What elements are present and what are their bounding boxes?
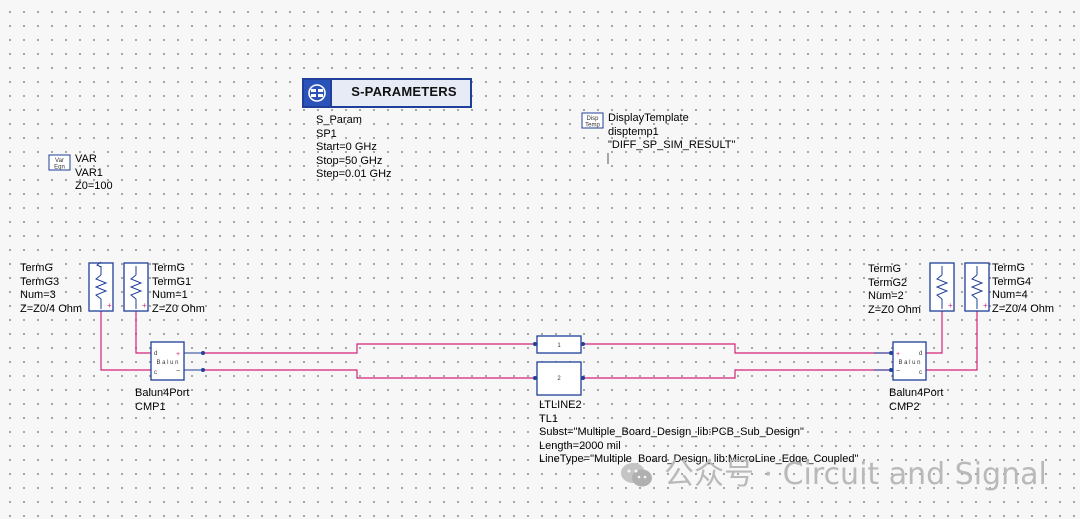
display-template-icon[interactable]: Disp Temp <box>581 112 604 129</box>
sparam-name: SP1 <box>316 127 337 140</box>
svg-text:c: c <box>919 370 922 376</box>
var-name: VAR1 <box>75 166 103 179</box>
termg4-type: TermG <box>992 262 1025 274</box>
termg2-z: Z=Z0 Ohm <box>868 303 921 316</box>
balun-cmp1-symbol[interactable]: B a l u n d c + − <box>150 341 205 381</box>
tline-subst: Subst="Multiple_Board_Design_lib:PCB_Sub… <box>539 426 804 438</box>
termg3-num: Num=3 <box>20 289 56 301</box>
termg3-type: TermG <box>20 262 53 274</box>
svg-text:1: 1 <box>557 343 561 349</box>
var-labels[interactable]: VAR VAR1 Z0=100 <box>75 153 113 194</box>
tline-tl1-symbol[interactable]: 1 2 <box>533 335 585 396</box>
termg4-symbol[interactable]: + <box>964 262 990 312</box>
svg-text:Var: Var <box>55 158 64 164</box>
sparam-title: S-PARAMETERS <box>351 84 457 99</box>
balun-cmp2-symbol[interactable]: B a l u n d c + − <box>874 341 927 381</box>
watermark: 公众号 · Circuit and Signal <box>620 455 1060 495</box>
termg2-num: Num=2 <box>868 290 904 302</box>
termg4-num: Num=4 <box>992 289 1028 301</box>
svg-text:+: + <box>948 301 953 310</box>
svg-text:B a l u n: B a l u n <box>156 360 178 366</box>
balun-cmp1-type: Balun4Port <box>135 387 190 399</box>
termg2-type: TermG <box>868 263 901 275</box>
wire-termg3-cmp1 <box>100 311 151 371</box>
sparam-icon <box>308 84 326 102</box>
svg-text:2: 2 <box>557 376 561 382</box>
sparam-start: Start=0 GHz <box>316 141 377 153</box>
display-template-value: "DIFF_SP_SIM_RESULT" <box>608 139 736 151</box>
svg-text:c: c <box>154 370 157 376</box>
svg-text:−: − <box>176 368 180 375</box>
tline-type: LTLINE2 <box>539 399 582 411</box>
svg-text:Eqn: Eqn <box>54 165 65 171</box>
termg1-name: TermG1 <box>152 275 192 288</box>
sparam-type: S_Param <box>316 114 362 126</box>
termg1-z: Z=Z0 Ohm <box>152 302 205 315</box>
sparam-block[interactable] <box>302 78 472 108</box>
wire-termg2-cmp2 <box>926 311 943 354</box>
balun-cmp1-name: CMP1 <box>135 400 166 413</box>
svg-text:Temp: Temp <box>585 123 600 129</box>
wire-cmp1-tl-bottom <box>203 369 535 379</box>
wires <box>100 311 978 379</box>
watermark-text: 公众号 · Circuit and Signal <box>664 457 1047 492</box>
svg-text:−: − <box>896 368 900 375</box>
tline-labels[interactable]: LTLINE2 TL1 Subst="Multiple_Board_Design… <box>539 399 858 467</box>
sparam-stop: Stop=50 GHz <box>316 154 383 167</box>
tline-length: Length=2000 mil <box>539 439 621 452</box>
svg-text:+: + <box>896 351 900 358</box>
var-type: VAR <box>75 153 97 165</box>
var-expr: Z0=100 <box>75 180 113 192</box>
var-eqn-icon[interactable]: Var Eqn <box>48 154 71 171</box>
balun-cmp2-type: Balun4Port <box>889 387 944 399</box>
svg-text:d: d <box>154 351 157 357</box>
tline-name: TL1 <box>539 412 558 425</box>
display-template-name: disptemp1 <box>608 125 659 138</box>
termg1-symbol[interactable]: + <box>123 262 149 312</box>
wire-cmp1-tl-top <box>203 343 535 354</box>
termg4-labels[interactable]: TermG TermG4 Num=4 Z=Z0/4 Ohm <box>992 262 1054 316</box>
termg4-z: Z=Z0/4 Ohm <box>992 302 1055 315</box>
display-template-type: DisplayTemplate <box>608 112 689 124</box>
termg4-name: TermG4 <box>992 275 1032 288</box>
termg3-z: Z=Z0/4 Ohm <box>20 302 83 315</box>
sparam-labels[interactable]: S_Param SP1 Start=0 GHz Stop=50 GHz Step… <box>316 114 392 182</box>
termg3-name: TermG3 <box>20 275 60 288</box>
wechat-icon <box>621 463 652 487</box>
termg2-symbol[interactable]: + <box>929 262 955 312</box>
termg3-labels[interactable]: TermG TermG3 Num=3 Z=Z0/4 Ohm <box>20 262 82 316</box>
sparam-step: Step=0.01 GHz <box>316 168 392 180</box>
svg-text:Disp: Disp <box>586 116 599 122</box>
balun-cmp2-name: CMP2 <box>889 400 920 413</box>
balun-cmp2-labels[interactable]: Balun4Port CMP2 <box>889 387 943 414</box>
svg-text:d: d <box>919 351 922 357</box>
termg2-name: TermG2 <box>868 276 908 289</box>
wire-termg1-cmp1 <box>135 311 151 354</box>
termg1-num: Num=1 <box>152 289 188 301</box>
termg1-labels[interactable]: TermG TermG1 Num=1 Z=Z0 Ohm <box>152 262 205 316</box>
svg-text:+: + <box>983 301 988 310</box>
balun-cmp1-labels[interactable]: Balun4Port CMP1 <box>135 387 189 414</box>
wire-tl-cmp2-bottom <box>582 369 891 379</box>
svg-text:+: + <box>142 301 147 310</box>
wire-termg4-cmp2 <box>926 311 978 371</box>
tline-linetype: LineType="Multiple_Board_Design_lib:Micr… <box>539 453 859 465</box>
termg2-labels[interactable]: TermG TermG2 Num=2 Z=Z0 Ohm <box>868 263 921 317</box>
termg1-type: TermG <box>152 262 185 274</box>
svg-text:+: + <box>176 351 180 358</box>
svg-text:B a l u n: B a l u n <box>898 360 920 366</box>
wire-tl-cmp2-top <box>582 343 891 354</box>
termg3-symbol[interactable]: + <box>88 261 114 312</box>
svg-text:+: + <box>107 301 112 310</box>
display-template-labels[interactable]: DisplayTemplate disptemp1 "DIFF_SP_SIM_R… <box>608 112 735 153</box>
